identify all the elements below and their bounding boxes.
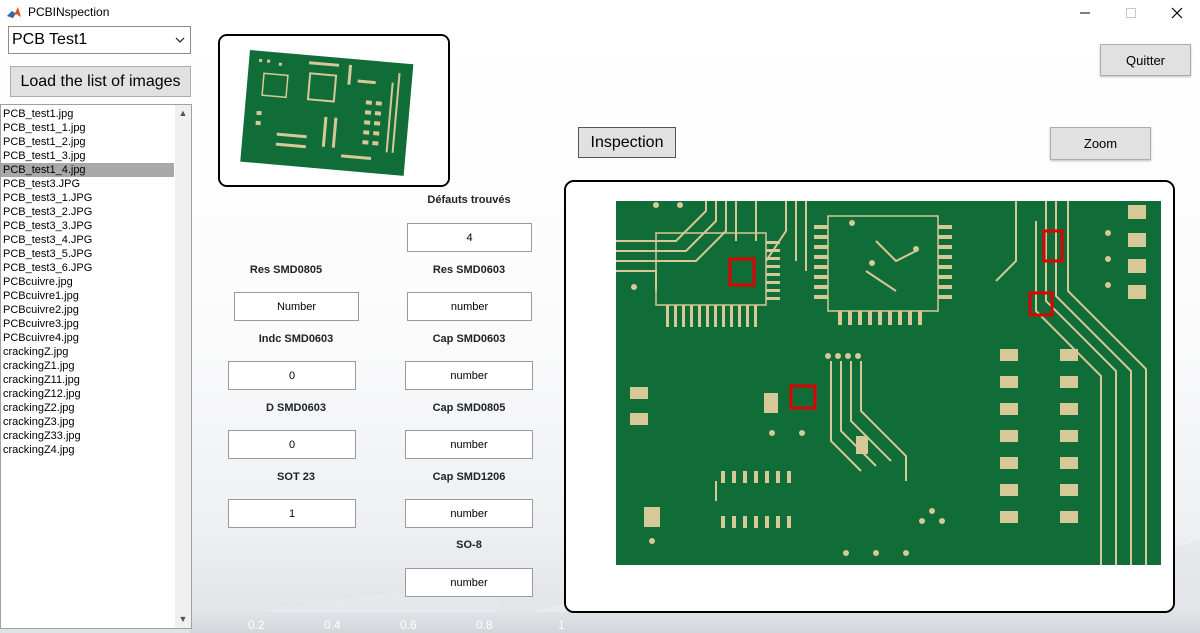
file-list-item[interactable]: PCBcuivre1.jpg	[3, 290, 79, 302]
file-list-item[interactable]: crackingZ2.jpg	[3, 402, 75, 414]
file-list-item[interactable]: PCB_test3_6.JPG	[3, 262, 93, 274]
file-list-item[interactable]: PCB_test1_1.jpg	[3, 122, 86, 134]
indc-smd0603-label: Indc SMD0603	[258, 333, 334, 345]
sot23-label: SOT 23	[277, 471, 315, 483]
file-list-item[interactable]: PCB_test3_1.JPG	[3, 192, 93, 204]
maximize-icon	[1126, 8, 1136, 18]
inspection-button[interactable]: Inspection	[578, 127, 676, 158]
file-list-item[interactable]: crackingZ1.jpg	[3, 360, 75, 372]
file-list-item[interactable]: PCB_test1_2.jpg	[3, 136, 86, 148]
file-list-item[interactable]: PCB_test3_2.JPG	[3, 206, 93, 218]
defects-found-field[interactable]: 4	[407, 223, 532, 252]
thumbnail-image-panel	[218, 34, 450, 187]
axis-tick-label: 0.6	[400, 618, 417, 632]
file-list-item[interactable]: PCB_test3_5.JPG	[3, 248, 93, 260]
d-smd0603-label: D SMD0603	[266, 402, 326, 414]
file-list-item[interactable]: PCBcuivre.jpg	[3, 276, 73, 288]
file-list-item[interactable]: crackingZ4.jpg	[3, 444, 75, 456]
res-smd0603-label: Res SMD0603	[432, 264, 506, 276]
scroll-down-icon[interactable]: ▼	[178, 614, 188, 624]
file-list-item[interactable]: PCB_test3_4.JPG	[3, 234, 93, 246]
so8-label: SO-8	[456, 539, 482, 551]
scroll-up-icon[interactable]: ▲	[178, 108, 188, 118]
file-list-item[interactable]: crackingZ12.jpg	[3, 388, 81, 400]
pcb-inspection-image	[566, 182, 1173, 611]
d-smd0603-field[interactable]: 0	[228, 430, 356, 459]
file-list-item[interactable]: PCB_test1_3.jpg	[3, 150, 86, 162]
close-button[interactable]	[1154, 0, 1200, 26]
file-list-item[interactable]: PCBcuivre4.jpg	[3, 332, 79, 344]
hidden-axis-strip	[190, 612, 1200, 633]
load-images-button[interactable]: Load the list of images	[10, 66, 191, 97]
res-smd0603-field[interactable]: number	[407, 292, 532, 321]
indc-smd0603-field[interactable]: 0	[228, 361, 356, 390]
maximize-button[interactable]	[1108, 0, 1154, 26]
cap-smd0805-field[interactable]: number	[405, 430, 533, 459]
file-list-item[interactable]: PCB_test1_4.jpg	[1, 163, 174, 177]
file-list-item[interactable]: crackingZ.jpg	[3, 346, 69, 358]
zoom-button[interactable]: Zoom	[1050, 127, 1151, 160]
file-list-item[interactable]: PCB_test3.JPG	[3, 178, 81, 190]
title-bar	[0, 0, 1200, 26]
cap-smd0603-field[interactable]: number	[405, 361, 533, 390]
dataset-dropdown-value: PCB Test1	[12, 31, 88, 48]
res-smd0805-field[interactable]: Number	[234, 292, 359, 321]
file-list-scrollbar[interactable]	[175, 105, 191, 628]
sot23-field[interactable]: 1	[228, 499, 356, 528]
window-title: PCBINspection	[28, 5, 110, 19]
minimize-icon	[1080, 12, 1090, 14]
matlab-app-icon	[6, 5, 22, 21]
quit-button[interactable]: Quitter	[1100, 44, 1191, 76]
axis-tick-label: 0.8	[476, 618, 493, 632]
close-icon	[1171, 7, 1183, 19]
defects-found-label: Défauts trouvés	[427, 194, 511, 206]
inspection-image-panel	[564, 180, 1175, 613]
dataset-dropdown[interactable]	[8, 26, 191, 54]
file-list-item[interactable]: crackingZ3.jpg	[3, 416, 75, 428]
pcb-thumbnail-image	[220, 36, 448, 185]
cap-smd0805-label: Cap SMD0805	[432, 402, 506, 414]
cap-smd1206-field[interactable]: number	[405, 499, 533, 528]
file-list-item[interactable]: crackingZ33.jpg	[3, 430, 81, 442]
cap-smd0603-label: Cap SMD0603	[432, 333, 506, 345]
file-list-item[interactable]: PCB_test1.jpg	[3, 108, 74, 120]
so8-field[interactable]: number	[405, 568, 533, 597]
axis-tick-label: 0.4	[324, 618, 341, 632]
res-smd0805-label: Res SMD0805	[249, 264, 323, 276]
chevron-down-icon[interactable]	[170, 27, 190, 53]
file-list-item[interactable]: crackingZ11.jpg	[3, 374, 80, 386]
file-list-item[interactable]: PCB_test3_3.JPG	[3, 220, 93, 232]
axis-tick-label: 1	[558, 618, 565, 632]
axis-tick-label: 0.2	[248, 618, 265, 632]
minimize-button[interactable]	[1062, 0, 1108, 26]
file-list-item[interactable]: PCBcuivre3.jpg	[3, 318, 79, 330]
file-list-item[interactable]: PCBcuivre2.jpg	[3, 304, 79, 316]
cap-smd1206-label: Cap SMD1206	[432, 471, 506, 483]
